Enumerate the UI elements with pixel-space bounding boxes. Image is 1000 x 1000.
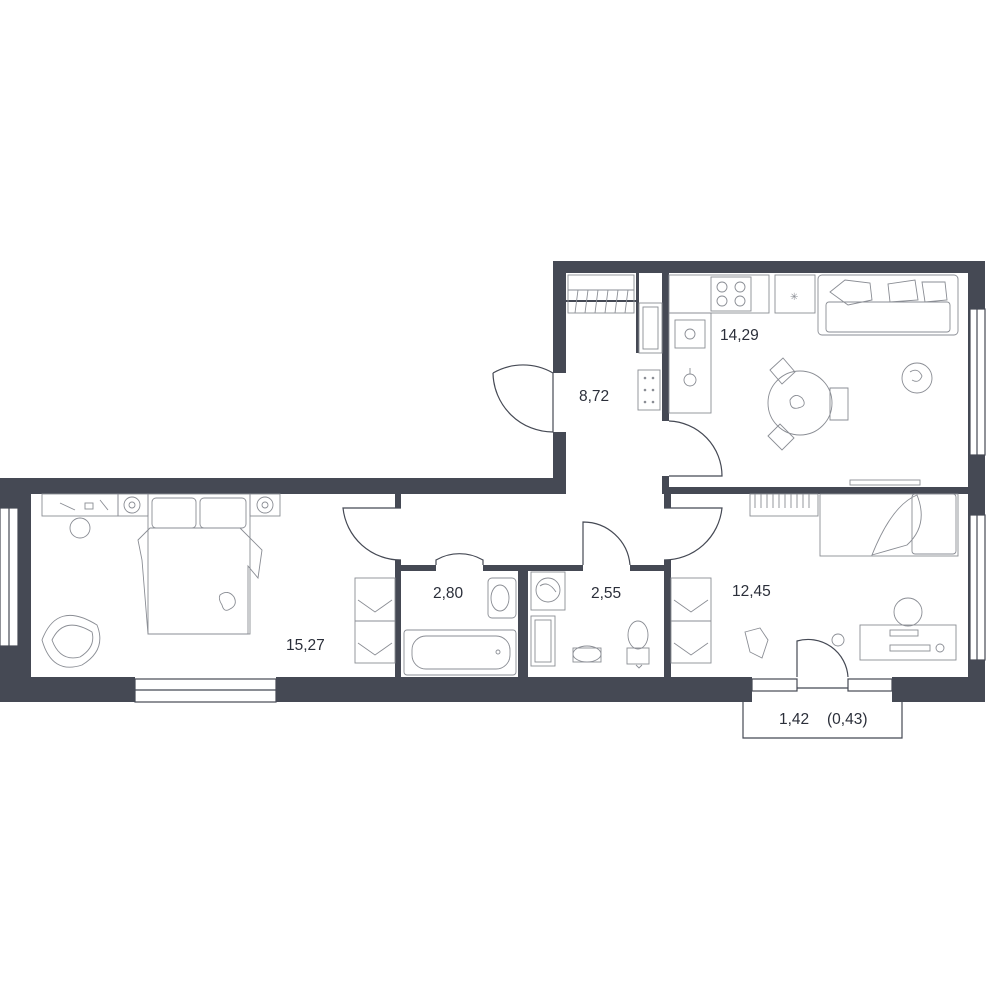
- interior-walls: [395, 273, 968, 677]
- bedroom-right-furniture: [670, 493, 959, 664]
- hallway-furniture: [567, 274, 663, 411]
- bathroom-fixtures: [403, 577, 517, 676]
- windows: [0, 308, 986, 703]
- kitchen-furniture: ✳: [668, 274, 959, 486]
- walls: [0, 261, 985, 702]
- doors: [342, 364, 849, 678]
- toilet-fixtures: [530, 571, 650, 669]
- bedroom-left-area-label: 15,27: [286, 637, 325, 654]
- bedroom-left-furniture: [41, 493, 396, 668]
- toilet-area-label: 2,55: [591, 585, 621, 602]
- area-labels: 8,72 14,29 15,27 2,80 2,55 12,45 1,42 (0…: [286, 327, 868, 728]
- balcony-reduced-area-label: (0,43): [827, 711, 868, 728]
- kitchen-area-label: 14,29: [720, 327, 759, 344]
- svg-text:✳: ✳: [790, 292, 798, 303]
- balcony: [742, 687, 903, 739]
- hallway-area-label: 8,72: [579, 388, 609, 405]
- balcony-area-label: 1,42: [779, 711, 809, 728]
- bedroom-right-area-label: 12,45: [732, 583, 771, 600]
- bathroom-area-label: 2,80: [433, 585, 464, 602]
